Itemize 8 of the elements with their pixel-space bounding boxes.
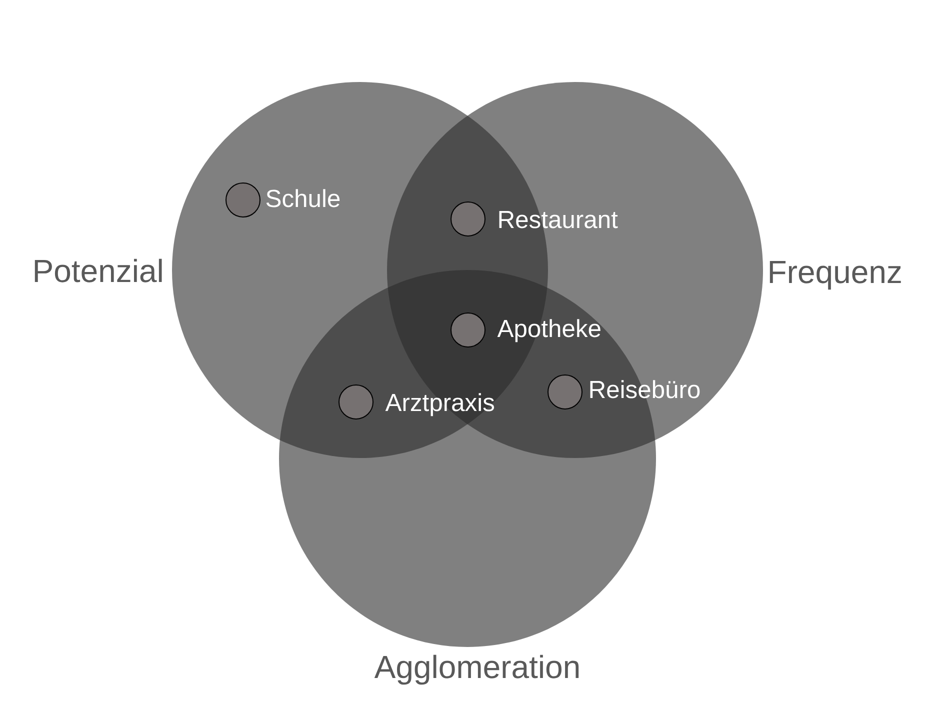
circle-label: Potenzial bbox=[34, 258, 162, 282]
circle-label: Frequenz bbox=[770, 260, 901, 290]
dot-label: Reisebüro bbox=[590, 380, 700, 398]
dot-label: Arztpraxis bbox=[385, 393, 494, 416]
circle-label: Agglomeration bbox=[374, 654, 579, 685]
dot-label: Restaurant bbox=[499, 211, 618, 228]
dot-label: Apotheke bbox=[497, 319, 600, 342]
dot-label: Schule bbox=[266, 189, 340, 208]
